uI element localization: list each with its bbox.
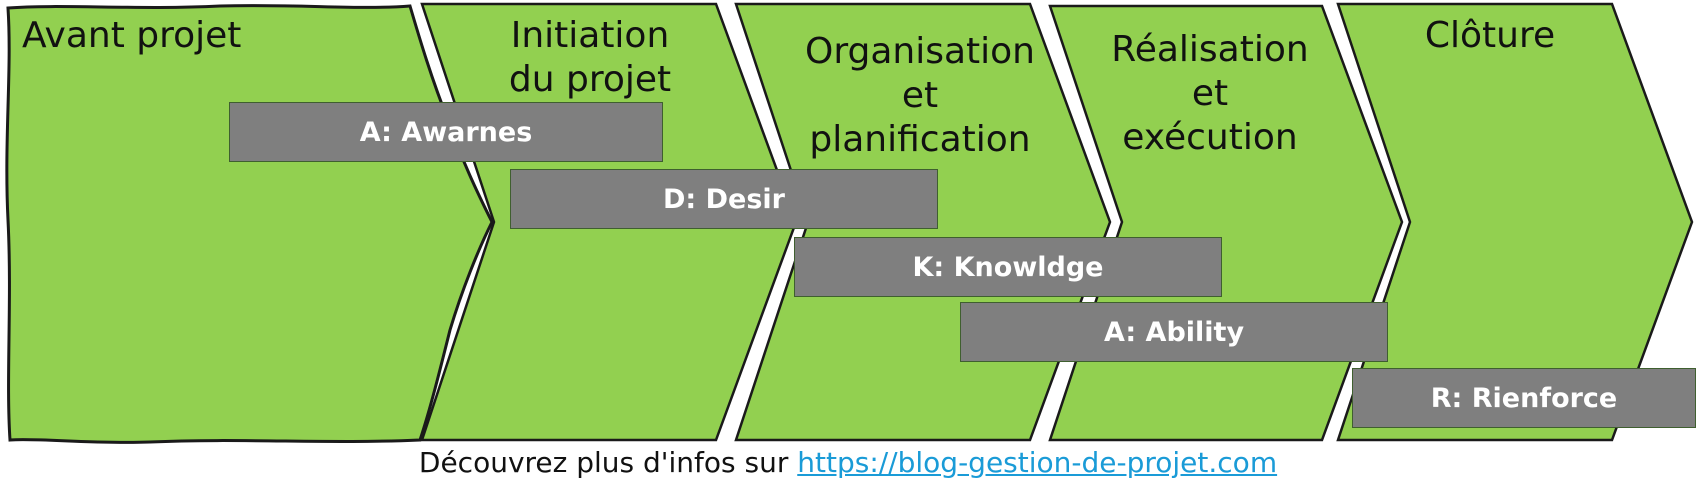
phase-label-avant-projet: Avant projet xyxy=(22,15,242,56)
adkar-bar-reinforcement: R: Rienforce xyxy=(1352,368,1696,428)
phase-label-initiation: Initiation du projet xyxy=(508,15,672,100)
footer-text: Découvrez plus d'infos sur xyxy=(418,446,798,479)
phase-avant-projet-shape xyxy=(5,4,494,444)
phase-label-organisation: Organisation et planification xyxy=(804,31,1035,160)
adkar-bar-awareness: A: Awarnes xyxy=(229,102,663,162)
phase-label-realisation: Réalisation et exécution xyxy=(1111,29,1309,158)
footer: Découvrez plus d'infos sur https://blog-… xyxy=(0,446,1696,479)
adkar-bar-knowledge: K: Knowldge xyxy=(794,237,1222,297)
adkar-bar-desire: D: Desir xyxy=(510,169,938,229)
adkar-bar-ability: A: Ability xyxy=(960,302,1388,362)
phase-label-cloture: Clôture xyxy=(1424,15,1556,56)
phase-cloture-shape xyxy=(1336,2,1694,442)
blog-link[interactable]: https://blog-gestion-de-projet.com xyxy=(797,446,1278,479)
